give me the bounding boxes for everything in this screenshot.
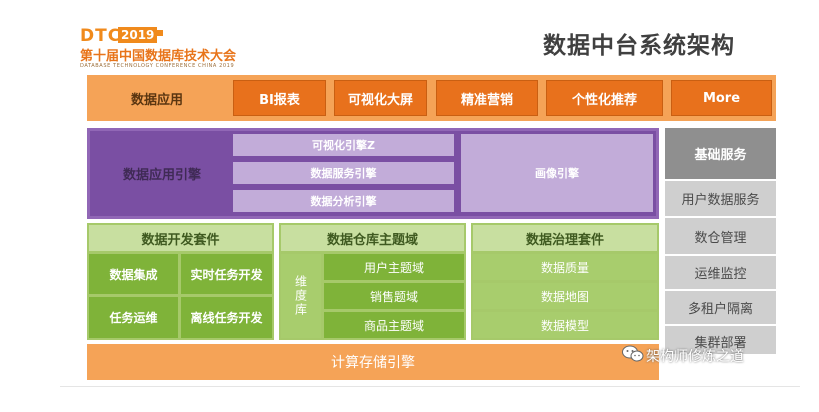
base-service-monitoring: 运维监控	[665, 254, 776, 289]
wechat-icon	[622, 345, 644, 367]
base-service-user-data: 用户数据服务	[665, 179, 776, 216]
warehouse-dimension: 维度库	[281, 254, 321, 338]
engine-portrait: 画像引擎	[461, 134, 653, 212]
app-more: More	[671, 80, 772, 116]
dev-suite-title: 数据开发套件	[89, 225, 272, 251]
dev-offline-task: 离线任务开发	[181, 297, 272, 338]
governance-title: 数据治理套件	[473, 225, 657, 251]
app-layer-label: 数据应用	[130, 92, 183, 108]
governance-map: 数据地图	[473, 283, 657, 309]
compute-storage-engine: 计算存储引擎	[87, 344, 659, 380]
page-title: 数据中台系统架构	[543, 33, 735, 59]
warehouse-title: 数据仓库主题域	[281, 225, 464, 251]
logo-year: 2019	[118, 27, 158, 43]
engine-visual: 可视化引擎Z	[233, 134, 454, 156]
governance-quality: 数据质量	[473, 254, 657, 280]
warehouse-product-domain: 商品主题域	[324, 312, 464, 338]
governance-model: 数据模型	[473, 312, 657, 338]
engine-data-analysis: 数据分析引擎	[233, 190, 454, 212]
base-service-multitenant: 多租户隔离	[665, 289, 776, 324]
base-service-warehouse-mgmt: 数仓管理	[665, 216, 776, 254]
conference-name: 第十届中国数据库技术大会	[80, 49, 237, 64]
app-precision-marketing: 精准营销	[436, 80, 538, 116]
dev-realtime-task: 实时任务开发	[181, 254, 272, 294]
dev-task-ops: 任务运维	[89, 297, 178, 338]
engine-layer-label: 数据应用引擎	[122, 168, 201, 183]
warehouse-sales-domain: 销售题域	[324, 283, 464, 309]
app-big-screen: 可视化大屏	[334, 80, 427, 116]
footer-divider	[60, 386, 800, 387]
base-services-title: 基础服务	[665, 128, 776, 179]
warehouse-user-domain: 用户主题域	[324, 254, 464, 280]
dev-data-integration: 数据集成	[89, 254, 178, 294]
app-personalized-recommend: 个性化推荐	[546, 80, 663, 116]
app-bi-report: BI报表	[233, 80, 326, 116]
base-service-cluster: 集群部署	[665, 324, 776, 354]
watermark-text: 架构师修炼之道	[646, 349, 744, 365]
logo-mark-icon	[157, 30, 163, 36]
conference-name-en: DATABASE TECHNOLOGY CONFERENCE CHINA 201…	[80, 63, 235, 69]
engine-data-service: 数据服务引擎	[233, 162, 454, 184]
